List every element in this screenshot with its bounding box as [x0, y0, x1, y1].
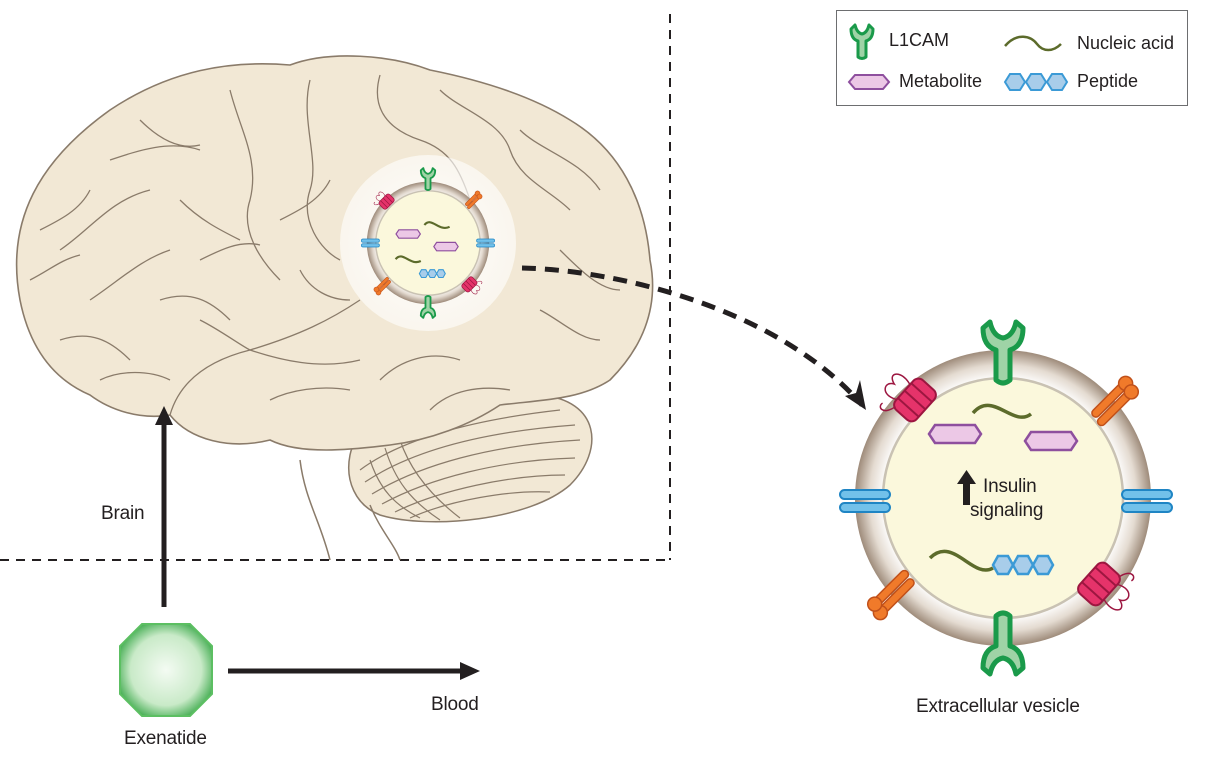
legend-item-nucleic-acid: Nucleic acid: [1003, 33, 1174, 54]
metabolite-right: [1023, 430, 1079, 452]
peptide-chain-icon: [1003, 72, 1069, 91]
zoom-connector-arrowhead: [845, 380, 866, 410]
brainstem: [299, 459, 401, 561]
brain-sulci: [29, 74, 621, 416]
peptide: [991, 554, 1055, 576]
brain-illustration: [15, 55, 654, 561]
signaling-label: signaling: [970, 500, 1044, 521]
insulin-label: Insulin: [983, 476, 1037, 497]
cerebellum-folds: [359, 409, 581, 521]
metabolite-left: [927, 423, 983, 445]
legend-label-peptide: Peptide: [1077, 71, 1139, 91]
increase-arrow-icon: [957, 470, 976, 505]
cerebrum: [15, 55, 654, 451]
zoom-connector-arrow: [521, 265, 864, 407]
legend-label-nucleic-acid: Nucleic acid: [1077, 33, 1175, 53]
legend-item-peptide: Peptide: [1003, 71, 1138, 92]
metabolite-hexagon-icon: [847, 73, 891, 90]
exenatide-label: Exenatide: [124, 728, 207, 749]
blood-label: Blood: [431, 694, 479, 715]
nucleic-acid-upper: [971, 403, 1033, 419]
legend-box: L1CAM Nucleic acid Metabolite Peptide: [836, 10, 1188, 106]
small-extracellular-vesicle: [361, 167, 495, 319]
brain-label: Brain: [101, 503, 145, 524]
exenatide-molecule-icon: [119, 623, 213, 717]
legend-item-l1cam: L1CAM: [849, 19, 949, 61]
l1cam-receptor-icon: [849, 23, 875, 60]
legend-item-metabolite: Metabolite: [847, 71, 982, 92]
nucleic-acid-lower: [928, 549, 994, 572]
brain-compartment-boundary: [0, 14, 671, 561]
nucleic-acid-squiggle-icon: [1004, 35, 1062, 51]
extracellular-vesicle-label: Extracellular vesicle: [916, 696, 1080, 717]
large-extracellular-vesicle: [839, 322, 1173, 674]
legend-label-l1cam: L1CAM: [889, 29, 950, 50]
legend-label-metabolite: Metabolite: [899, 71, 983, 91]
